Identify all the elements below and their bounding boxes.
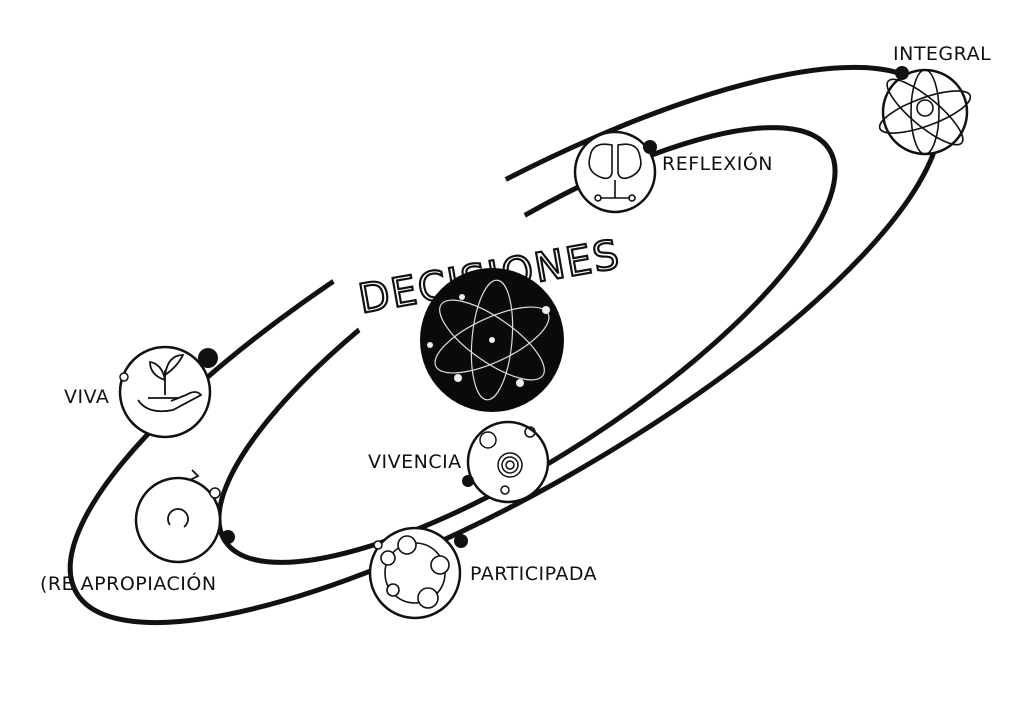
node-participada: PARTICIPADA: [368, 526, 597, 620]
node-viva: VIVA: [64, 345, 218, 439]
connector-dot: [462, 475, 474, 487]
atom-particles: [427, 294, 550, 387]
label-participada: PARTICIPADA: [470, 563, 597, 585]
label-reapropiacion: (RE APROPIACIÓN: [40, 571, 217, 595]
label-viva: VIVA: [64, 386, 109, 408]
connector-ring: [119, 372, 129, 382]
label-vivencia: VIVENCIA: [368, 451, 462, 473]
cycle-icon: [134, 476, 222, 564]
connector-dot: [643, 140, 657, 154]
connector-dot: [895, 66, 909, 80]
connector-dot: [221, 530, 235, 544]
connector-ring: [209, 487, 221, 499]
label-integral: INTEGRAL: [893, 43, 991, 65]
decisions-center: DECISIONES: [354, 230, 625, 412]
atom-globe-icon: [881, 68, 969, 156]
node-reapropiacion: (RE APROPIACIÓN: [40, 469, 235, 595]
node-vivencia: VIVENCIA: [368, 420, 550, 504]
node-reflexion: REFLEXIÓN: [573, 130, 773, 214]
connector-dot: [454, 534, 468, 548]
label-reflexion: REFLEXIÓN: [662, 151, 773, 175]
orbit-gap: [318, 158, 542, 342]
atom-orbits: [434, 279, 550, 401]
node-integral: INTEGRAL: [878, 43, 991, 156]
connector-dot: [198, 348, 218, 368]
brain-circuit-icon: [573, 130, 657, 214]
